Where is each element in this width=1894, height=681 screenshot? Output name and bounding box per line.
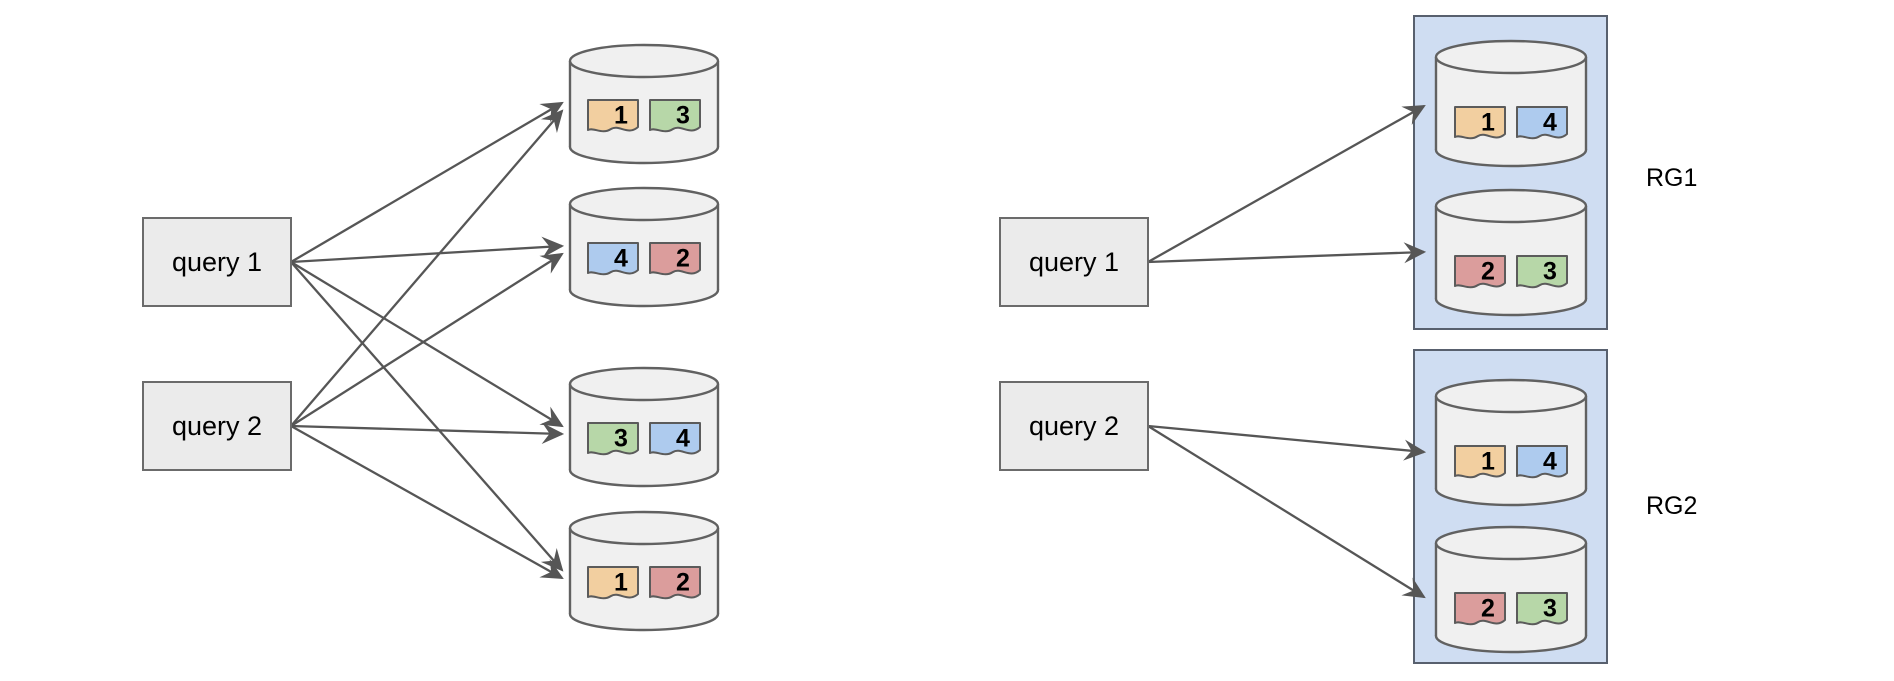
segment-number: 3 bbox=[1543, 258, 1557, 286]
segment: 1 bbox=[1454, 106, 1506, 140]
cylinder-top bbox=[568, 186, 720, 222]
segment: 1 bbox=[587, 99, 639, 133]
cylinder-top bbox=[1434, 378, 1588, 414]
query-label: query 1 bbox=[172, 247, 262, 277]
cylinder-top bbox=[568, 366, 720, 402]
segment-document-icon bbox=[1454, 255, 1506, 289]
query-arrow bbox=[290, 101, 564, 263]
segment: 2 bbox=[649, 566, 701, 600]
query-arrow bbox=[290, 109, 564, 427]
segment-number: 2 bbox=[676, 569, 690, 597]
query-arrow bbox=[290, 424, 564, 580]
segment: 4 bbox=[587, 242, 639, 276]
segment-document-icon bbox=[1454, 592, 1506, 626]
segment: 3 bbox=[1516, 592, 1568, 626]
query-box-rect bbox=[142, 217, 292, 307]
query-box-rect bbox=[999, 217, 1149, 307]
segment-document-icon bbox=[587, 99, 639, 133]
cylinder-top bbox=[1434, 525, 1588, 561]
segment-number: 3 bbox=[614, 425, 628, 453]
segment-document-icon bbox=[649, 566, 701, 600]
segment-document-icon bbox=[587, 422, 639, 456]
query-arrow bbox=[1147, 425, 1426, 599]
query-box: query 1 bbox=[142, 217, 292, 307]
segment-number: 4 bbox=[1543, 109, 1557, 137]
segment-number: 1 bbox=[1481, 109, 1495, 137]
cylinder-top bbox=[1434, 188, 1588, 224]
query-arrow bbox=[290, 422, 565, 444]
cylinder-top bbox=[568, 43, 720, 79]
segment-document-icon bbox=[1516, 592, 1568, 626]
cylinder-top bbox=[1434, 39, 1588, 75]
segment: 4 bbox=[1516, 106, 1568, 140]
query-arrow bbox=[1147, 104, 1426, 264]
query-box: query 2 bbox=[999, 381, 1149, 471]
replica-group-label: RG2 bbox=[1646, 492, 1697, 520]
segment: 2 bbox=[649, 242, 701, 276]
segment-document-icon bbox=[1454, 445, 1506, 479]
segment-number: 1 bbox=[1481, 448, 1495, 476]
query-arrow bbox=[290, 261, 564, 428]
segment-document-icon bbox=[587, 242, 639, 276]
segment-document-icon bbox=[1516, 445, 1568, 479]
segment-document-icon bbox=[1516, 106, 1568, 140]
segment: 3 bbox=[649, 99, 701, 133]
segment-number: 2 bbox=[1481, 258, 1495, 286]
segment-number: 1 bbox=[614, 569, 628, 597]
segment: 2 bbox=[1454, 255, 1506, 289]
segment: 4 bbox=[649, 422, 701, 456]
query-arrow bbox=[1147, 242, 1427, 264]
segment-number: 3 bbox=[676, 102, 690, 130]
segment-document-icon bbox=[649, 242, 701, 276]
segment-document-icon bbox=[1454, 106, 1506, 140]
segment-number: 4 bbox=[614, 245, 628, 273]
segment-document-icon bbox=[587, 566, 639, 600]
segment-document-icon bbox=[1516, 255, 1568, 289]
query-box: query 2 bbox=[142, 381, 292, 471]
segment-number: 4 bbox=[1543, 448, 1557, 476]
segment: 4 bbox=[1516, 445, 1568, 479]
segment-number: 1 bbox=[614, 102, 628, 130]
cylinder-top bbox=[568, 510, 720, 546]
query-arrow bbox=[290, 261, 564, 572]
query-arrow bbox=[290, 252, 564, 427]
replica-group-label: RG1 bbox=[1646, 164, 1697, 192]
query-label: query 2 bbox=[172, 411, 262, 441]
segment-number: 3 bbox=[1543, 595, 1557, 623]
query-arrow bbox=[290, 236, 565, 264]
query-box: query 1 bbox=[999, 217, 1149, 307]
segment-number: 2 bbox=[676, 245, 690, 273]
query-box-rect bbox=[999, 381, 1149, 471]
query-box-rect bbox=[142, 381, 292, 471]
segment: 3 bbox=[1516, 255, 1568, 289]
segment: 1 bbox=[587, 566, 639, 600]
query-arrow bbox=[1147, 424, 1427, 461]
segment-document-icon bbox=[649, 99, 701, 133]
segment: 2 bbox=[1454, 592, 1506, 626]
segment-number: 2 bbox=[1481, 595, 1495, 623]
segment-document-icon bbox=[649, 422, 701, 456]
segment: 1 bbox=[1454, 445, 1506, 479]
query-label: query 1 bbox=[1029, 247, 1119, 277]
segment-number: 4 bbox=[676, 425, 690, 453]
segment: 3 bbox=[587, 422, 639, 456]
query-label: query 2 bbox=[1029, 411, 1119, 441]
